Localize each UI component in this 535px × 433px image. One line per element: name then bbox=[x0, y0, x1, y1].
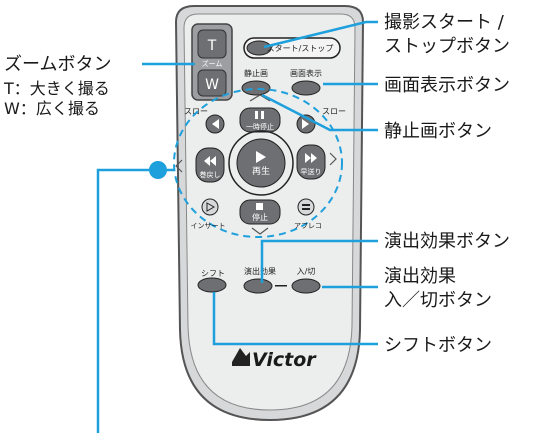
effect-dash bbox=[275, 285, 287, 287]
dub-icon-bottom bbox=[302, 208, 310, 210]
stop-label: 停止 bbox=[252, 212, 268, 222]
onoff-button-label: 入/切 bbox=[297, 267, 316, 276]
fast-forward-label: 早送り bbox=[301, 167, 322, 176]
callout-line-record bbox=[263, 20, 378, 49]
still-button[interactable] bbox=[241, 80, 271, 96]
callout-lines bbox=[96, 20, 378, 433]
zoom-w-button[interactable] bbox=[197, 69, 227, 97]
pause-label: 一時停止 bbox=[246, 122, 274, 131]
effect-button[interactable] bbox=[243, 278, 273, 294]
up-arrow-icon bbox=[249, 94, 271, 102]
slow-right-label: スロー bbox=[322, 107, 346, 116]
slow-forward-icon bbox=[302, 119, 309, 129]
transport-highlight-ring bbox=[173, 88, 343, 238]
effect-button-label: 演出効果 bbox=[244, 266, 276, 276]
callout-effect: 演出効果ボタン bbox=[384, 231, 510, 252]
record-button-label: スタート/ストップ bbox=[267, 44, 334, 53]
pause-icon-bar-left bbox=[255, 111, 258, 119]
zoom-label: ズーム bbox=[202, 59, 223, 68]
slow-left-label: スロー bbox=[184, 107, 208, 116]
record-button-group: スタート/ストップ bbox=[243, 37, 341, 59]
transport-callout-dot bbox=[149, 161, 167, 179]
dub-icon-top bbox=[302, 204, 310, 206]
pause-icon-bar-right bbox=[261, 111, 264, 119]
onoff-button[interactable] bbox=[291, 278, 321, 294]
insert-label: インサート bbox=[191, 222, 226, 230]
slow-back-icon bbox=[212, 119, 219, 129]
callout-shift: シフトボタン bbox=[384, 335, 492, 356]
dub-label: アフレコ bbox=[294, 222, 322, 230]
victor-dog-logo bbox=[232, 348, 250, 366]
brand-logo: Victor bbox=[252, 349, 317, 371]
insert-icon bbox=[206, 202, 216, 212]
insert-button[interactable] bbox=[201, 198, 219, 216]
zoom-button-group: T ズーム W bbox=[191, 23, 233, 101]
display-button-label: 画面表示 bbox=[290, 68, 322, 78]
play-button-ring bbox=[228, 130, 294, 196]
callout-effect-onoff-line1: 演出効果 bbox=[384, 266, 456, 287]
callout-effect-onoff-line2: 入／切ボタン bbox=[384, 290, 492, 311]
callout-zoom-title: ズームボタン bbox=[4, 54, 111, 75]
callout-line-shift bbox=[212, 292, 378, 346]
stop-icon bbox=[256, 203, 263, 210]
play-icon bbox=[256, 151, 266, 163]
pause-button[interactable] bbox=[239, 107, 281, 133]
left-arrow-icon bbox=[175, 159, 183, 173]
callout-display: 画面表示ボタン bbox=[384, 75, 510, 96]
rewind-icon bbox=[204, 156, 216, 166]
zoom-t-button[interactable] bbox=[197, 29, 227, 59]
stop-button[interactable] bbox=[239, 199, 281, 225]
callout-line-still bbox=[261, 93, 378, 132]
fast-forward-icon bbox=[305, 153, 317, 163]
display-button[interactable] bbox=[291, 80, 321, 96]
record-button[interactable] bbox=[246, 40, 272, 56]
shift-button[interactable] bbox=[197, 277, 227, 293]
dub-button[interactable] bbox=[297, 198, 315, 216]
down-arrow-icon bbox=[251, 227, 269, 235]
callout-line-transport bbox=[96, 168, 174, 433]
play-button[interactable] bbox=[236, 138, 286, 188]
callout-still: 静止画ボタン bbox=[384, 121, 492, 142]
callout-zoom-w: W：広く撮る bbox=[4, 99, 100, 118]
zoom-w-text: W bbox=[205, 77, 219, 93]
callout-line-effect bbox=[260, 239, 378, 283]
still-button-label: 静止画 bbox=[244, 68, 268, 78]
callout-record-line1: 撮影スタート / bbox=[384, 12, 505, 33]
callout-zoom-t: T：大きく撮る bbox=[3, 79, 110, 98]
play-label: 再生 bbox=[252, 165, 270, 177]
callout-record-line2: ストップボタン bbox=[384, 36, 510, 57]
right-arrow-icon bbox=[329, 152, 337, 166]
shift-button-label: シフト bbox=[201, 269, 225, 278]
rewind-label: 巻戻し bbox=[200, 170, 221, 179]
zoom-t-text: T bbox=[207, 38, 217, 54]
